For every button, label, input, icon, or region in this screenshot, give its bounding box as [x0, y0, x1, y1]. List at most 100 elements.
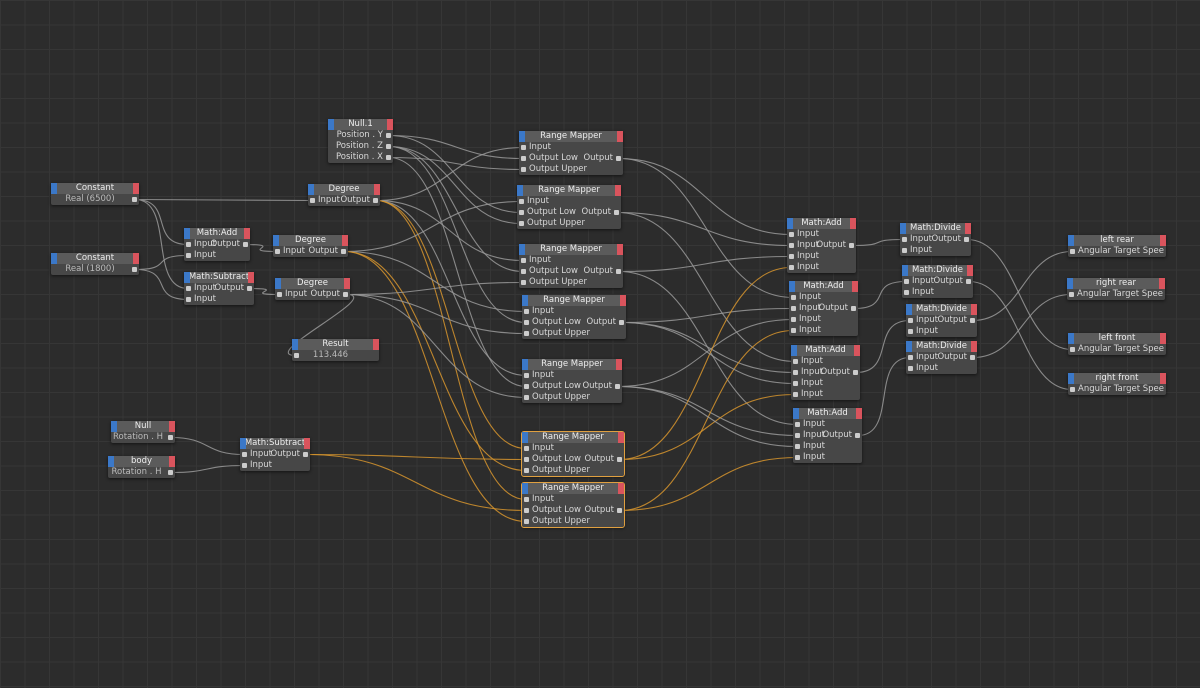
input-ports-toggle[interactable] — [51, 253, 57, 264]
output-port[interactable] — [615, 384, 620, 389]
input-ports-toggle[interactable] — [184, 228, 190, 239]
input-port[interactable] — [904, 290, 909, 295]
input-ports-toggle[interactable] — [111, 421, 117, 432]
output-port[interactable] — [341, 249, 346, 254]
input-port[interactable] — [795, 433, 800, 438]
input-port[interactable] — [791, 306, 796, 311]
input-port[interactable] — [524, 373, 529, 378]
output-port[interactable] — [168, 435, 173, 440]
output-ports-toggle[interactable] — [1159, 278, 1165, 289]
output-ports-toggle[interactable] — [620, 295, 626, 306]
input-port[interactable] — [902, 248, 907, 253]
input-ports-toggle[interactable] — [522, 359, 528, 370]
output-ports-toggle[interactable] — [169, 421, 175, 432]
node-header[interactable]: right rear — [1067, 278, 1165, 289]
output-port[interactable] — [966, 279, 971, 284]
output-ports-toggle[interactable] — [373, 339, 379, 350]
input-port[interactable] — [1070, 387, 1075, 392]
input-ports-toggle[interactable] — [51, 183, 57, 194]
output-port[interactable] — [386, 133, 391, 138]
input-port[interactable] — [524, 457, 529, 462]
input-port[interactable] — [521, 269, 526, 274]
output-port[interactable] — [132, 267, 137, 272]
output-port[interactable] — [617, 457, 622, 462]
input-port[interactable] — [186, 286, 191, 291]
input-port[interactable] — [186, 242, 191, 247]
input-port[interactable] — [521, 258, 526, 263]
output-port[interactable] — [853, 370, 858, 375]
input-port[interactable] — [789, 254, 794, 259]
input-port[interactable] — [524, 309, 529, 314]
output-ports-toggle[interactable] — [133, 183, 139, 194]
node-header[interactable]: Range Mapper — [519, 131, 623, 142]
input-ports-toggle[interactable] — [522, 432, 528, 443]
input-port[interactable] — [795, 422, 800, 427]
output-ports-toggle[interactable] — [1160, 333, 1166, 344]
input-ports-toggle[interactable] — [1068, 373, 1074, 384]
output-ports-toggle[interactable] — [344, 278, 350, 289]
node-header[interactable]: Math:Divide — [906, 341, 977, 352]
node-header[interactable]: Result — [292, 339, 379, 350]
output-ports-toggle[interactable] — [856, 408, 862, 419]
node-header[interactable]: Null — [111, 421, 175, 432]
input-port[interactable] — [524, 384, 529, 389]
node-header[interactable]: Range Mapper — [519, 244, 623, 255]
input-port[interactable] — [521, 167, 526, 172]
input-port[interactable] — [795, 455, 800, 460]
input-ports-toggle[interactable] — [328, 119, 334, 130]
output-port[interactable] — [373, 198, 378, 203]
input-port[interactable] — [294, 353, 299, 358]
input-port[interactable] — [1069, 292, 1074, 297]
output-ports-toggle[interactable] — [248, 272, 254, 283]
output-ports-toggle[interactable] — [615, 185, 621, 196]
output-ports-toggle[interactable] — [304, 438, 310, 449]
input-port[interactable] — [789, 232, 794, 237]
input-port[interactable] — [524, 331, 529, 336]
input-port[interactable] — [519, 199, 524, 204]
node-header[interactable]: left rear — [1068, 235, 1166, 246]
input-port[interactable] — [242, 452, 247, 457]
input-port[interactable] — [310, 198, 315, 203]
node-header[interactable]: Math:Add — [787, 218, 856, 229]
input-port[interactable] — [524, 468, 529, 473]
node-header[interactable]: Range Mapper — [522, 432, 624, 443]
input-ports-toggle[interactable] — [519, 131, 525, 142]
node-header[interactable]: Range Mapper — [522, 295, 626, 306]
input-port[interactable] — [908, 329, 913, 334]
input-port[interactable] — [1070, 249, 1075, 254]
node-header[interactable]: Degree — [275, 278, 350, 289]
output-ports-toggle[interactable] — [971, 304, 977, 315]
output-ports-toggle[interactable] — [852, 281, 858, 292]
input-port[interactable] — [521, 156, 526, 161]
output-port[interactable] — [964, 237, 969, 242]
node-header[interactable]: Range Mapper — [522, 359, 622, 370]
input-port[interactable] — [1070, 347, 1075, 352]
input-port[interactable] — [791, 328, 796, 333]
output-port[interactable] — [132, 197, 137, 202]
input-port[interactable] — [524, 508, 529, 513]
input-ports-toggle[interactable] — [791, 345, 797, 356]
node-header[interactable]: Constant — [51, 253, 139, 264]
input-ports-toggle[interactable] — [789, 281, 795, 292]
output-ports-toggle[interactable] — [1160, 373, 1166, 384]
output-port[interactable] — [851, 306, 856, 311]
output-port[interactable] — [243, 242, 248, 247]
output-ports-toggle[interactable] — [616, 359, 622, 370]
input-port[interactable] — [524, 395, 529, 400]
output-port[interactable] — [343, 292, 348, 297]
output-port[interactable] — [617, 508, 622, 513]
